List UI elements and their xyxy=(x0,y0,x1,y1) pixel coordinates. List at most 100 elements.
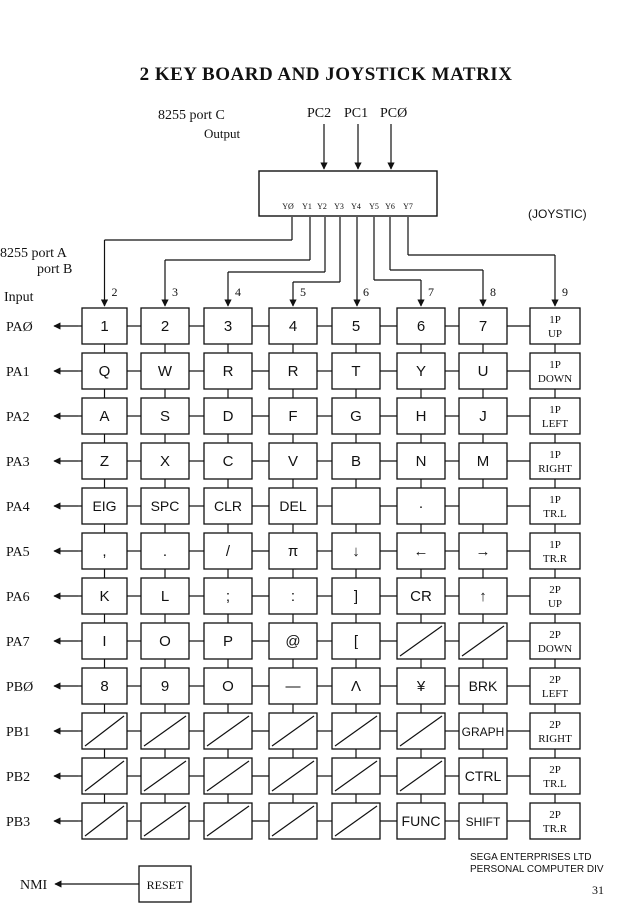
key-cell xyxy=(529,442,581,480)
key-cell xyxy=(396,667,446,705)
port-a-label: 8255 port A xyxy=(0,246,67,261)
joystick-key-label: 2P xyxy=(549,674,561,686)
unused-key-slash xyxy=(84,805,125,837)
row-label: PBØ xyxy=(6,680,33,695)
unused-key-slash xyxy=(206,760,250,792)
joystick-key-label: RIGHT xyxy=(538,733,572,745)
key-label: O xyxy=(159,633,171,650)
key-cell xyxy=(396,577,446,615)
key-cell xyxy=(81,487,128,525)
key-cell xyxy=(203,487,253,525)
key-label: Z xyxy=(100,453,109,470)
reset-key-label: RESET xyxy=(147,878,184,892)
key-cell xyxy=(458,307,508,345)
key-cell xyxy=(203,622,253,660)
key-cell xyxy=(396,352,446,390)
joystick-key-label: 1P xyxy=(549,494,561,506)
key-label: U xyxy=(478,363,489,380)
joystick-key-label: TR.R xyxy=(543,823,568,835)
column-number-label: 9 xyxy=(562,285,568,299)
key-cell xyxy=(268,622,318,660)
key-label: G xyxy=(350,408,362,425)
key-label: F xyxy=(288,408,297,425)
key-cell xyxy=(458,487,508,525)
key-label: 7 xyxy=(479,318,487,335)
key-label: — xyxy=(286,678,301,695)
key-cell xyxy=(81,667,128,705)
decoder-output-label: Y4 xyxy=(351,202,361,211)
key-cell xyxy=(331,577,381,615)
key-cell xyxy=(203,442,253,480)
joystick-key-label: 2P xyxy=(549,719,561,731)
key-cell xyxy=(81,397,128,435)
row-label: PA7 xyxy=(6,635,30,650)
joystick-key-label: LEFT xyxy=(542,418,569,430)
unused-key-slash xyxy=(84,760,125,792)
decoder-box xyxy=(258,170,438,217)
key-cell xyxy=(529,622,581,660)
joystick-key-label: RIGHT xyxy=(538,463,572,475)
key-cell xyxy=(331,532,381,570)
row-label: PAØ xyxy=(6,320,33,335)
key-label: 2 xyxy=(161,318,169,335)
key-cell xyxy=(331,622,381,660)
key-label: / xyxy=(226,543,231,560)
key-cell xyxy=(458,532,508,570)
unused-key-slash xyxy=(206,715,250,747)
port-b-label: port B xyxy=(37,262,73,277)
key-cell xyxy=(458,802,508,840)
unused-key-slash xyxy=(271,760,315,792)
key-label: CR xyxy=(410,588,432,605)
key-label: R xyxy=(223,363,234,380)
key-label: N xyxy=(416,453,427,470)
key-cell xyxy=(268,442,318,480)
key-cell xyxy=(396,487,446,525)
joystick-key-label: DOWN xyxy=(538,643,572,655)
joystick-key-label: TR.L xyxy=(543,778,567,790)
key-label: GRAPH xyxy=(462,725,505,739)
unused-key-slash xyxy=(271,805,315,837)
row-label: PA5 xyxy=(6,545,30,560)
joystick-key-label: 1P xyxy=(549,449,561,461)
key-label: ↓ xyxy=(352,543,360,560)
key-cell xyxy=(140,307,190,345)
key-cell xyxy=(331,307,381,345)
key-cell xyxy=(203,352,253,390)
key-label: ↑ xyxy=(479,588,487,605)
row-label: PA1 xyxy=(6,365,30,380)
key-label: R xyxy=(288,363,299,380)
column-number-label: 7 xyxy=(428,285,434,299)
key-cell xyxy=(529,802,581,840)
joystick-key-label: 1P xyxy=(549,359,561,371)
key-cell xyxy=(529,307,581,345)
row-label: PB3 xyxy=(6,815,30,830)
key-label: 4 xyxy=(289,318,297,335)
footer-company: SEGA ENTERPRISES LTD xyxy=(470,852,592,863)
joystick-key-label: DOWN xyxy=(538,373,572,385)
column-number-label: 4 xyxy=(235,285,241,299)
key-label: DEL xyxy=(279,498,306,514)
key-cell xyxy=(268,487,318,525)
key-cell xyxy=(268,397,318,435)
key-cell xyxy=(529,577,581,615)
page-number: 31 xyxy=(592,883,604,897)
joystick-key-label: LEFT xyxy=(542,688,569,700)
decoder-output-label: Y6 xyxy=(385,202,395,211)
key-label: B xyxy=(351,453,361,470)
key-cell xyxy=(458,757,508,795)
pc1-label: PC1 xyxy=(344,106,369,121)
unused-key-slash xyxy=(399,715,443,747)
column-number-label: 8 xyxy=(490,285,496,299)
key-cell xyxy=(529,712,581,750)
key-label: : xyxy=(291,588,295,605)
row-label: PA2 xyxy=(6,410,30,425)
joystick-key-label: TR.L xyxy=(543,508,567,520)
key-cell xyxy=(203,307,253,345)
key-label: W xyxy=(158,363,173,380)
unused-key-slash xyxy=(334,805,378,837)
key-cell xyxy=(458,352,508,390)
key-label: O xyxy=(222,678,234,695)
key-label: 8 xyxy=(100,678,108,695)
key-cell xyxy=(81,352,128,390)
